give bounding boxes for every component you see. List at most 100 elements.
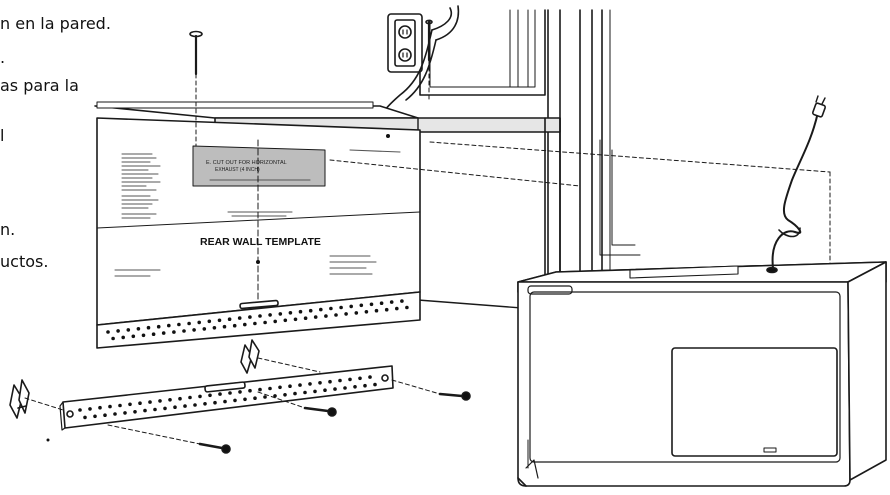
instruction-line-2: . [0, 48, 6, 67]
wall-outlet-icon [387, 13, 423, 73]
plate-hole [131, 334, 136, 339]
plate-hole [308, 308, 313, 313]
upper-cabinet-screw-icon [425, 19, 433, 62]
plate-hole [198, 394, 202, 399]
plate-hole [248, 315, 252, 319]
plate-hole [359, 303, 364, 308]
plate-hole [369, 302, 374, 307]
plate-hole [118, 403, 122, 408]
plate-hole [146, 325, 151, 330]
plate-hole [98, 405, 102, 410]
plate-hole [313, 315, 318, 319]
plate-hole [288, 384, 292, 389]
plate-hole [344, 312, 348, 316]
plate-hole [283, 318, 288, 323]
plate-hole [263, 395, 267, 399]
plate-hole [374, 308, 379, 313]
instruction-line-4: l [0, 126, 5, 145]
plate-hole [263, 320, 267, 325]
plate-hole [93, 414, 97, 419]
plate-hole [278, 385, 282, 390]
plate-hole [288, 311, 293, 315]
plate-hole [153, 407, 157, 412]
plate-hole [143, 408, 147, 413]
plate-hole [237, 316, 242, 320]
plate-hole [268, 386, 272, 391]
template-fine-print [114, 149, 401, 277]
cabinet-side-framing [547, 9, 641, 311]
plate-hole [354, 311, 359, 315]
plate-hole [138, 401, 142, 406]
plate-hole [192, 328, 196, 332]
plate-hole [188, 395, 192, 400]
plate-hole [207, 319, 212, 324]
plate-hole [328, 379, 332, 384]
plate-hole [167, 323, 171, 328]
top-screw-icon [189, 30, 203, 76]
plate-hole [349, 304, 354, 309]
plate-hole [218, 392, 222, 396]
exhaust-cutout [192, 145, 326, 187]
plate-hole [83, 415, 87, 420]
plate-hole [158, 399, 162, 403]
plate-hole [303, 316, 308, 321]
plate-hole [213, 400, 217, 405]
plate-hole [106, 330, 110, 334]
plate-hole [202, 327, 207, 331]
plate-hole [353, 385, 357, 389]
plate-hole [183, 404, 187, 408]
plate-hole [193, 403, 197, 407]
plate-hole [88, 407, 92, 411]
plate-hole [313, 389, 317, 394]
plate-hole [278, 312, 283, 316]
plate-hole [222, 324, 227, 329]
plate-hole [293, 317, 298, 322]
plate-hole [116, 329, 120, 333]
plate-hole [141, 333, 146, 338]
plate-hole [368, 375, 372, 379]
plate-screw-bottom-icon [198, 442, 231, 454]
plate-hole [232, 323, 237, 328]
microwave-oven [517, 261, 887, 487]
outlet-cord [384, 5, 460, 111]
cutout-label-1: E. CUT OUT FOR HORIZONTAL [206, 160, 287, 166]
instruction-line-1: n en la pared. [0, 14, 111, 33]
toggle-bolt-right-icon [240, 339, 260, 374]
plate-hole [324, 314, 328, 318]
plate-hole [212, 326, 217, 330]
plate-hole [197, 320, 201, 325]
plate-hole [163, 406, 167, 411]
plate-hole [395, 306, 399, 311]
plate-hole [308, 382, 312, 386]
plate-hole [323, 388, 327, 393]
plate-hole [133, 410, 137, 414]
plate-hole [156, 324, 161, 329]
plate-hole [151, 332, 156, 337]
plate-hole [227, 317, 232, 322]
plate-hole [333, 387, 337, 391]
instruction-line-3: as para la [0, 76, 79, 95]
plate-hole [364, 310, 369, 314]
plate-hole [298, 309, 303, 314]
toggle-bolt-left-icon [9, 379, 30, 419]
plate-hole [233, 398, 237, 403]
plate-hole [329, 306, 333, 311]
plate-hole [400, 299, 404, 303]
plate-hole [298, 383, 302, 387]
wall-mounting-plate [96, 291, 421, 349]
plate-hole [273, 319, 278, 324]
plate-hole [228, 391, 232, 395]
plate-hole [128, 402, 132, 407]
upper-cabinet [419, 9, 546, 96]
plate-hole [258, 314, 262, 318]
plate-hole [177, 322, 181, 327]
instruction-line-6: uctos. [0, 252, 49, 271]
plate-hole [103, 413, 107, 418]
plate-hole [243, 322, 247, 327]
plate-hole [339, 305, 343, 310]
plate-hole [108, 404, 112, 409]
plate-hole [136, 327, 141, 331]
plate-hole [248, 388, 252, 393]
plate-hole [208, 393, 212, 398]
